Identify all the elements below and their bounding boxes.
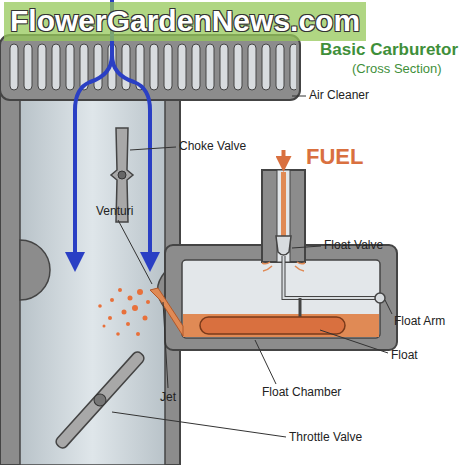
air-cleaner: [0, 35, 300, 100]
diagram-title: Basic Carburetor: [320, 40, 458, 60]
part-label: Float Chamber: [262, 386, 341, 400]
choke-pivot: [118, 171, 126, 179]
air-cleaner-fins: [6, 38, 296, 98]
part-label: Float Arm: [394, 315, 445, 329]
float-arm: [299, 298, 302, 318]
float-valve: [276, 236, 291, 255]
diagram-subtitle: (Cross Section): [352, 62, 442, 77]
part-label: Float Valve: [324, 239, 383, 253]
watermark: FlowerGardenNews.com: [4, 2, 366, 41]
arm-pivot: [375, 293, 385, 303]
float-arm: [284, 256, 379, 298]
carburetor-body: [0, 95, 180, 465]
part-label: Throttle Valve: [289, 431, 362, 445]
airflow-arrow: [112, 55, 150, 262]
float-arm: [284, 256, 379, 298]
part-label: Air Cleaner: [309, 89, 369, 103]
fuel-droplets: [98, 288, 150, 336]
fuel-label: FUEL: [306, 144, 363, 169]
throttle-valve: [54, 350, 146, 450]
part-label: Venturi: [96, 205, 133, 219]
jet: [150, 288, 183, 336]
leader-lines: [112, 96, 392, 437]
fuel-inlet: [262, 170, 305, 262]
fuel-stream: [281, 172, 286, 240]
fuel-level: [183, 314, 379, 337]
inlet-bore: [277, 170, 290, 262]
air-channel: [20, 95, 165, 465]
fuel-arrow: [282, 150, 286, 164]
venturi-wall: [20, 240, 50, 300]
part-label: Float: [391, 349, 418, 363]
part-label: Jet: [160, 391, 176, 405]
part-label: Choke Valve: [179, 140, 246, 154]
